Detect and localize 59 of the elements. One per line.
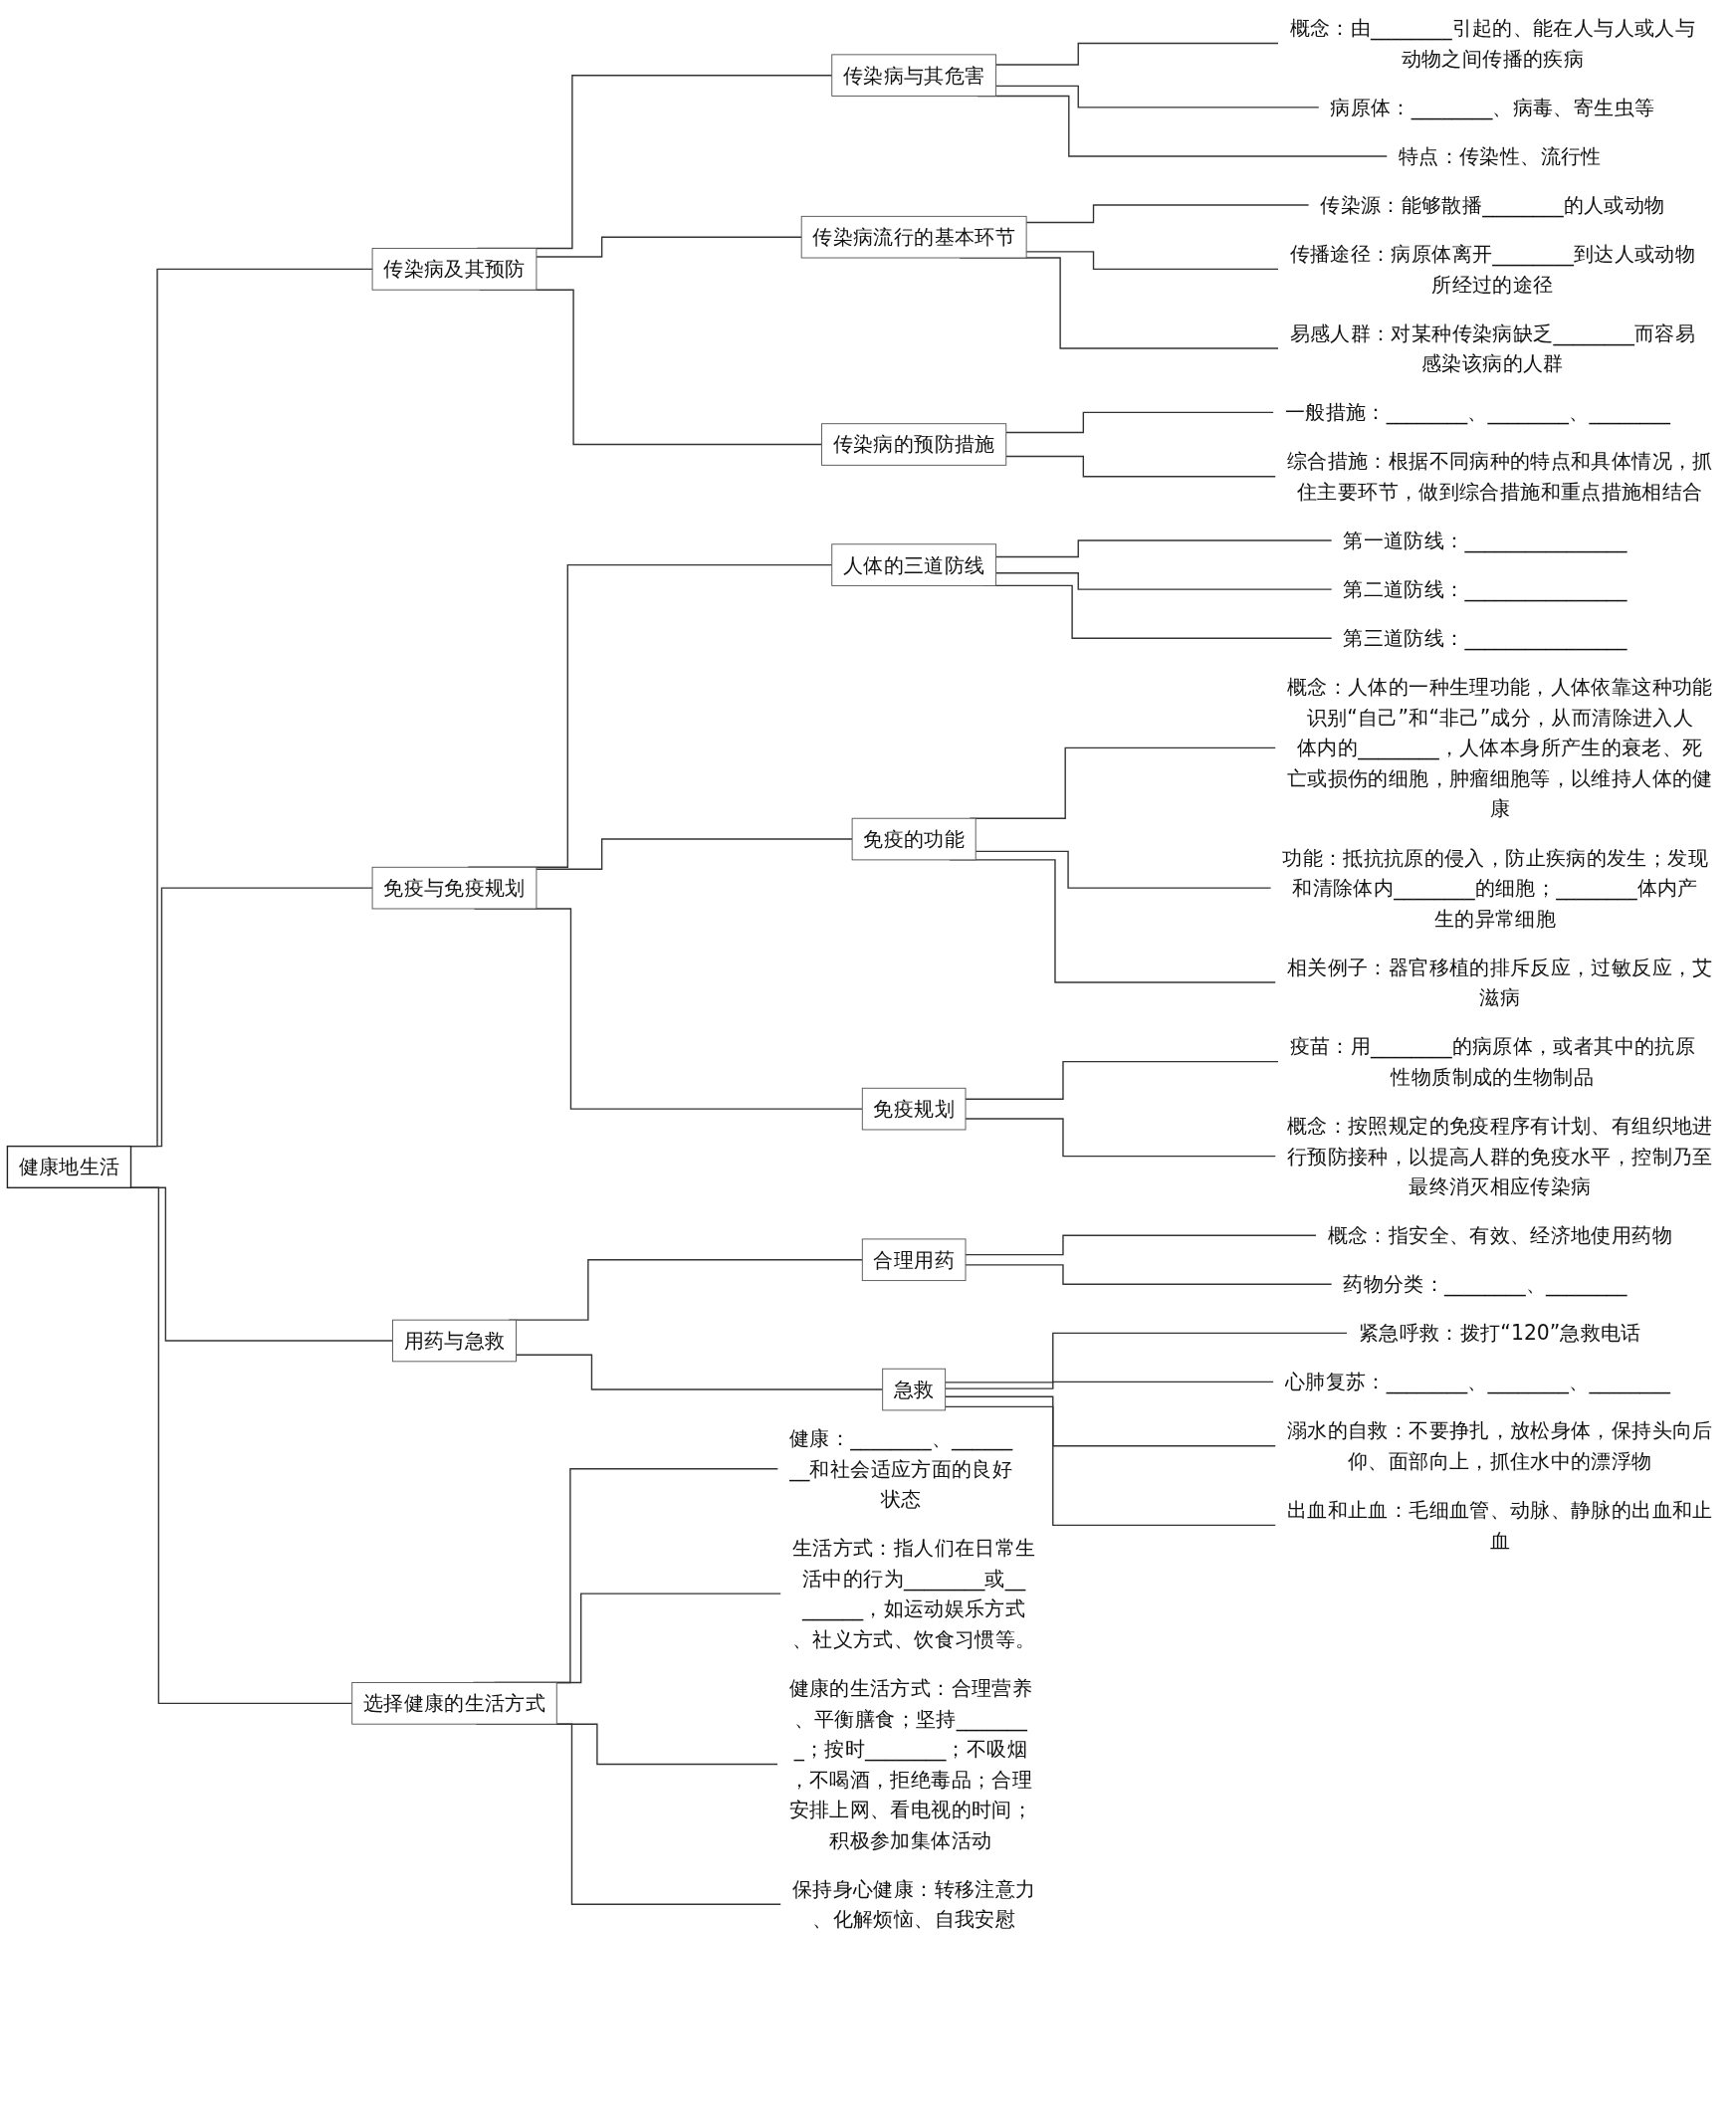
node-text: 传染源：能够散播________的人或动物 bbox=[1320, 193, 1665, 217]
node-text: 综合措施：根据不同病种的特点和具体情况，抓住主要环节，做到综合措施和重点措施相结合 bbox=[1286, 449, 1713, 504]
node-box: 免疫的功能 bbox=[851, 817, 976, 861]
node-text: 概念：由________引起的、能在人与人或人与动物之间传播的疾病 bbox=[1289, 16, 1696, 71]
connector bbox=[1025, 251, 1280, 271]
node-box: 选择健康的生活方式 bbox=[351, 1682, 557, 1725]
connector bbox=[994, 572, 1333, 590]
node-box: 合理用药 bbox=[861, 1238, 967, 1282]
connector bbox=[975, 850, 1272, 889]
node-text: 心肺复苏：________、________、________ bbox=[1284, 1370, 1670, 1393]
node-text: 特点：传染性、流行性 bbox=[1398, 144, 1602, 168]
node-text: 概念：人体的一种生理功能，人体依靠这种功能识别“自己”和“非己”成分，从而清除进入人体内的________，人体本身所产生的衰老、死亡或损伤的细胞，肿瘤细胞等，以维持人体的健康 bbox=[1286, 675, 1713, 821]
connector bbox=[1025, 204, 1310, 224]
node-text: 易感人群：对某种传染病缺乏________而容易感染该病的人群 bbox=[1289, 321, 1696, 375]
node-text: 病原体：________、病毒、寄生虫等 bbox=[1330, 96, 1655, 119]
node-text: 概念：指安全、有效、经济地使用药物 bbox=[1327, 1223, 1672, 1247]
node-text: 第三道防线：________________ bbox=[1343, 626, 1628, 650]
node-box: 传染病与其危害 bbox=[831, 54, 997, 97]
node-text: 功能：抵抗抗原的侵入，防止疾病的发生；发现和清除体内________的细胞；________体内产生的异常细胞 bbox=[1282, 846, 1708, 931]
node-text: 紧急呼救：拨打“120”急救电话 bbox=[1358, 1321, 1641, 1345]
node-text: 溺水的自救：不要挣扎，放松身体，保持头向后仰、面部向上，抓住水中的漂浮物 bbox=[1286, 1418, 1713, 1473]
connector bbox=[965, 1118, 1277, 1158]
connector bbox=[1005, 411, 1275, 434]
connector bbox=[1005, 455, 1277, 478]
node-text: 概念：按照规定的免疫程序有计划、有组织地进行预防接种，以提高人群的免疫水平，控制乃至最终消灭相应传染病 bbox=[1286, 1114, 1713, 1198]
node-text: 保持身心健康：转移注意力、化解烦恼、自我安慰 bbox=[791, 1877, 1036, 1932]
connector bbox=[944, 1405, 1277, 1527]
connector bbox=[536, 236, 802, 258]
connector bbox=[515, 1354, 884, 1390]
node-text: 出血和止血：毛细血管、动脉、静脉的出血和止血 bbox=[1286, 1498, 1713, 1553]
node-text: 药物分类：________、________ bbox=[1343, 1272, 1628, 1296]
node-box: 传染病流行的基本环节 bbox=[800, 215, 1027, 259]
connector bbox=[944, 1395, 1277, 1447]
connector bbox=[965, 1264, 1333, 1285]
connector bbox=[536, 838, 853, 870]
connector bbox=[994, 42, 1280, 66]
node-text: 生活方式：指人们在日常生活中的行为________或________，如运动娱乐方式、社义方式、饮食习惯等。 bbox=[791, 1536, 1036, 1651]
connector bbox=[994, 85, 1320, 108]
node-box: 人体的三道防线 bbox=[831, 543, 997, 586]
node-text: 健康：________、________和社会适应方面的良好状态 bbox=[789, 1426, 1013, 1511]
node-text: 第一道防线：________________ bbox=[1343, 529, 1628, 552]
node-box: 用药与急救 bbox=[392, 1319, 517, 1363]
node-box: 免疫与免疫规划 bbox=[371, 866, 538, 910]
node-text: 健康的生活方式：合理营养、平衡膳食；坚持________；按时________；不吸烟，不喝酒，拒绝毒品；合理安排上网、看电视的时间；积极参加集体活动 bbox=[788, 1676, 1033, 1852]
node-box: 传染病及其预防 bbox=[371, 248, 538, 291]
node-text: 一般措施：________、________、________ bbox=[1284, 400, 1670, 424]
node-box: 传染病的预防措施 bbox=[821, 423, 1007, 466]
connector bbox=[944, 1332, 1349, 1383]
node-text: 第二道防线：________________ bbox=[1343, 577, 1628, 601]
connector bbox=[994, 539, 1333, 558]
connector bbox=[944, 1381, 1275, 1389]
connector bbox=[965, 1234, 1318, 1256]
connector bbox=[965, 1060, 1280, 1100]
node-text: 传播途径：病原体离开________到达人或动物所经过的途径 bbox=[1289, 242, 1696, 297]
node-box: 健康地生活 bbox=[6, 1145, 132, 1188]
node-text: 相关例子：器官移植的排斥反应，过敏反应，艾滋病 bbox=[1286, 956, 1713, 1009]
node-box: 急救 bbox=[882, 1368, 947, 1411]
node-box: 免疫规划 bbox=[861, 1087, 967, 1131]
node-text: 疫苗：用________的病原体，或者其中的抗原性物质制成的生物制品 bbox=[1289, 1034, 1696, 1089]
